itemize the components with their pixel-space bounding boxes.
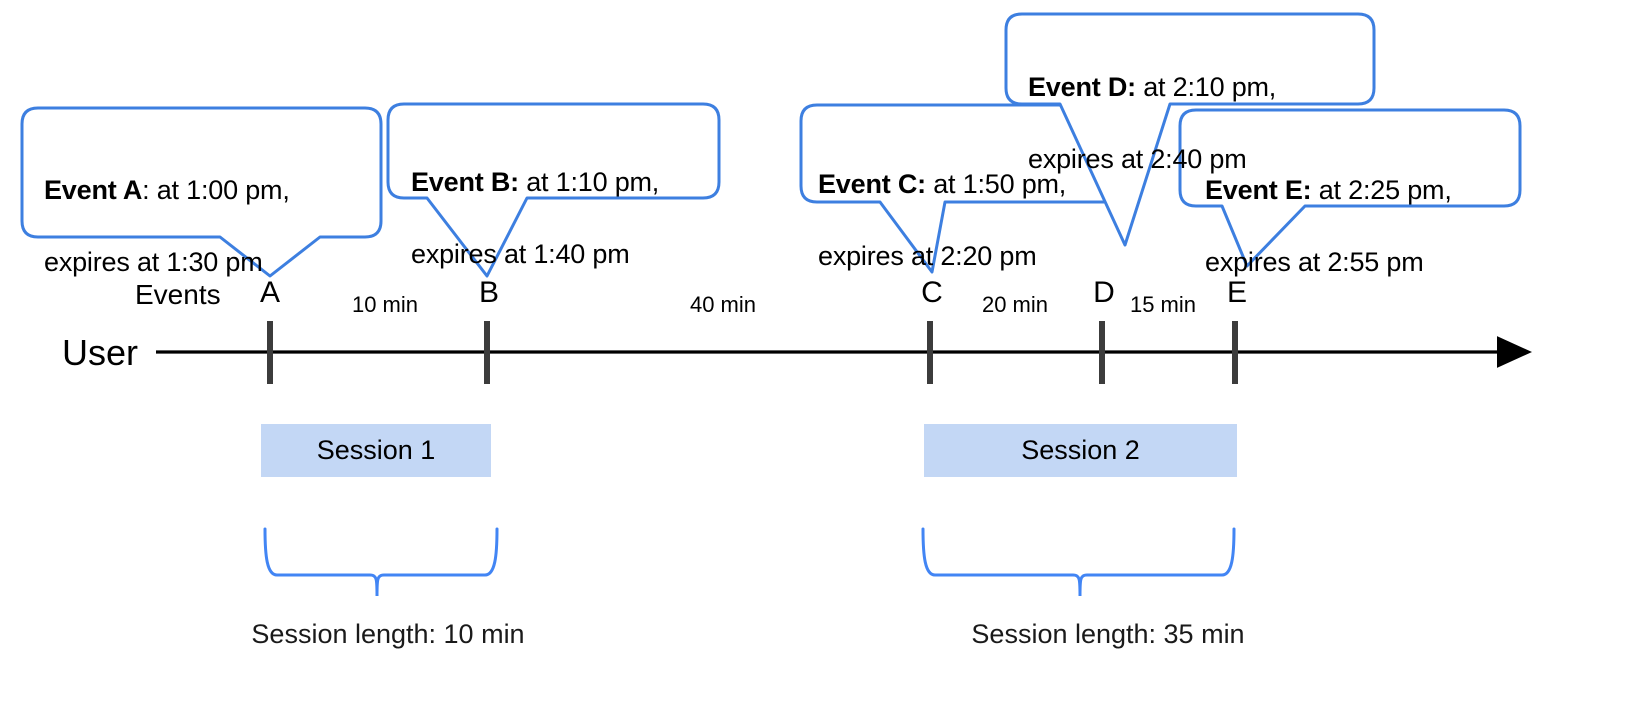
callout-line2-d: expires at 2:40 pm <box>1028 144 1247 174</box>
callout-line2-b: expires at 1:40 pm <box>411 239 630 269</box>
callout-line1-b: at 1:10 pm, <box>518 167 660 197</box>
gap-label-b-c: 40 min <box>689 292 757 317</box>
callout-line1-c: at 1:50 pm, <box>925 169 1067 199</box>
axis-row-label-user: User <box>62 332 139 373</box>
callout-line1-d: at 2:10 pm, <box>1135 72 1277 102</box>
callout-line2-e: expires at 2:55 pm <box>1205 247 1424 277</box>
marker-label-e: E <box>1226 276 1248 309</box>
session-bar-1: Session 1 <box>261 424 491 477</box>
gap-label-a-b: 10 min <box>351 292 419 317</box>
marker-label-c: C <box>921 276 943 309</box>
session-brace-1 <box>263 527 499 597</box>
callout-line2-c: expires at 2:20 pm <box>818 241 1037 271</box>
gap-label-c-d: 20 min <box>981 292 1049 317</box>
callout-text-d: Event D: at 2:10 pm, expires at 2:40 pm <box>1028 33 1363 177</box>
marker-label-a: A <box>259 276 281 309</box>
session-length-label-1: Session length: 10 min <box>251 619 525 649</box>
axis-events-label: Events <box>135 279 221 310</box>
session-bar-2: Session 2 <box>924 424 1237 477</box>
callout-text-a: Event A: at 1:00 pm, expires at 1:30 pm <box>44 136 374 280</box>
callout-line1-e: at 2:25 pm, <box>1311 175 1452 205</box>
callout-lead-a: Event A <box>44 175 143 205</box>
marker-label-b: B <box>478 276 500 309</box>
callout-text-b: Event B: at 1:10 pm, expires at 1:40 pm <box>411 128 721 272</box>
marker-label-d: D <box>1093 276 1115 309</box>
session-brace-2 <box>921 527 1236 597</box>
callout-text-e: Event E: at 2:25 pm, expires at 2:55 pm <box>1205 136 1525 280</box>
callout-lead-c: Event C: <box>818 169 926 199</box>
callout-lead-b: Event B: <box>411 167 519 197</box>
callout-text-c: Event C: at 1:50 pm, expires at 2:20 pm <box>818 130 1133 274</box>
gap-label-d-e: 15 min <box>1129 292 1197 317</box>
callout-line2-a: expires at 1:30 pm <box>44 247 263 277</box>
callout-sep-a: : <box>142 175 150 205</box>
callout-lead-e: Event E: <box>1205 175 1312 205</box>
callout-lead-d: Event D: <box>1028 72 1136 102</box>
session-length-label-2: Session length: 35 min <box>971 619 1245 649</box>
callout-line1-a: at 1:00 pm, <box>149 175 290 205</box>
